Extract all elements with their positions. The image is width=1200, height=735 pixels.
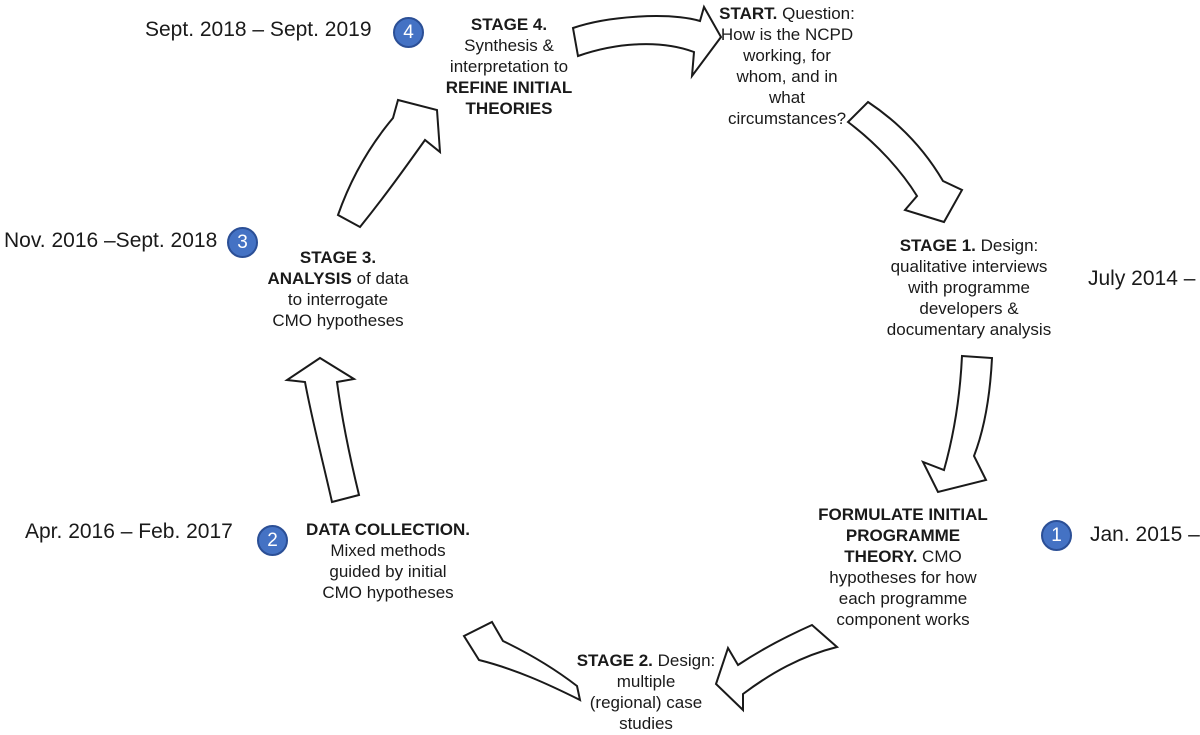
arrow-stage3-to-stage4-icon (336, 98, 442, 229)
node-stage1-design: STAGE 1. Design: qualitative interviews wi… (864, 235, 1074, 340)
date-label-stage4: Sept. 2018 – Sept. 2019 (145, 18, 372, 41)
step-badge-4: 4 (393, 17, 424, 48)
arrow-stage4-to-start-icon (571, 4, 723, 80)
node-text-line: circumstances? (727, 109, 847, 128)
node-text-line: Synthesis & (464, 36, 554, 55)
node-text-line: developers & (919, 299, 1019, 318)
node-text-line: documentary analysis (886, 320, 1052, 339)
node-text-line: CMO hypotheses (322, 583, 454, 602)
node-text-line: guided by initial (329, 562, 447, 581)
node-text-line: (regional) case (589, 693, 703, 712)
node-text-line: START. Question: (719, 4, 855, 23)
node-text-line: PROGRAMME (845, 526, 961, 545)
node-text-line: each programme (838, 589, 968, 608)
node-stage4-synthesis: STAGE 4. Synthesis & interpretation to REFI… (419, 14, 599, 119)
node-text-line: THEORIES (465, 99, 553, 118)
node-text-line: component works (836, 610, 970, 629)
node-text-line: interpretation to (449, 57, 569, 76)
node-text-line: ANALYSIS of data (267, 269, 409, 288)
arrow-formulate-to-stage2-icon (714, 623, 840, 713)
node-text-line: with programme (908, 278, 1030, 297)
node-text-line: qualitative interviews (890, 257, 1048, 276)
node-text-line: whom, and in (736, 67, 838, 86)
node-stage2-design: STAGE 2. Design: multiple (regional) case s… (561, 650, 731, 734)
node-text-line: multiple (616, 672, 676, 691)
node-text-line: STAGE 3. (299, 248, 377, 267)
node-text-line: STAGE 2. Design: (576, 651, 716, 670)
node-text-line: DATA COLLECTION. (306, 520, 470, 539)
arrow-stage1-to-formulate-icon (920, 354, 994, 494)
node-text-line: FORMULATE INITIAL (818, 505, 988, 524)
node-text-line: CMO hypotheses (272, 311, 404, 330)
step-badge-2: 2 (257, 525, 288, 556)
node-formulate-initial-theory: FORMULATE INITIAL PROGRAMME THEORY. CMO hyp… (798, 504, 1008, 630)
date-label-stage1: July 2014 – (1088, 267, 1196, 290)
node-text-line: Mixed methods (330, 541, 446, 560)
node-text-line: STAGE 4. (470, 15, 548, 34)
node-text-line: How is the NCPD (720, 25, 854, 44)
node-data-collection: DATA COLLECTION. Mixed methods guided by i… (293, 519, 483, 603)
node-text-line: REFINE INITIAL (445, 78, 573, 97)
step-badge-3: 3 (227, 227, 258, 258)
date-label-stage3: Nov. 2016 –Sept. 2018 (4, 229, 218, 252)
date-label-formulate: Jan. 2015 – (1090, 523, 1200, 546)
node-text-line: hypotheses for how (829, 568, 977, 587)
node-text-line: what (769, 88, 805, 107)
arrow-start-to-stage1-icon (846, 100, 964, 224)
node-text-line: STAGE 1. Design: (899, 236, 1039, 255)
arrow-datacollection-to-stage3-icon (284, 356, 361, 504)
date-label-data-collection: Apr. 2016 – Feb. 2017 (25, 520, 233, 543)
node-text-line: THEORY. CMO (844, 547, 962, 566)
node-text-line: to interrogate (287, 290, 389, 309)
step-badge-1: 1 (1041, 520, 1072, 551)
node-text-line: working, for (743, 46, 831, 65)
node-start-question: START. Question: How is the NCPD working, … (692, 3, 882, 129)
node-text-line: studies (619, 714, 673, 733)
arrow-stage2-to-datacollection-icon (462, 620, 582, 702)
